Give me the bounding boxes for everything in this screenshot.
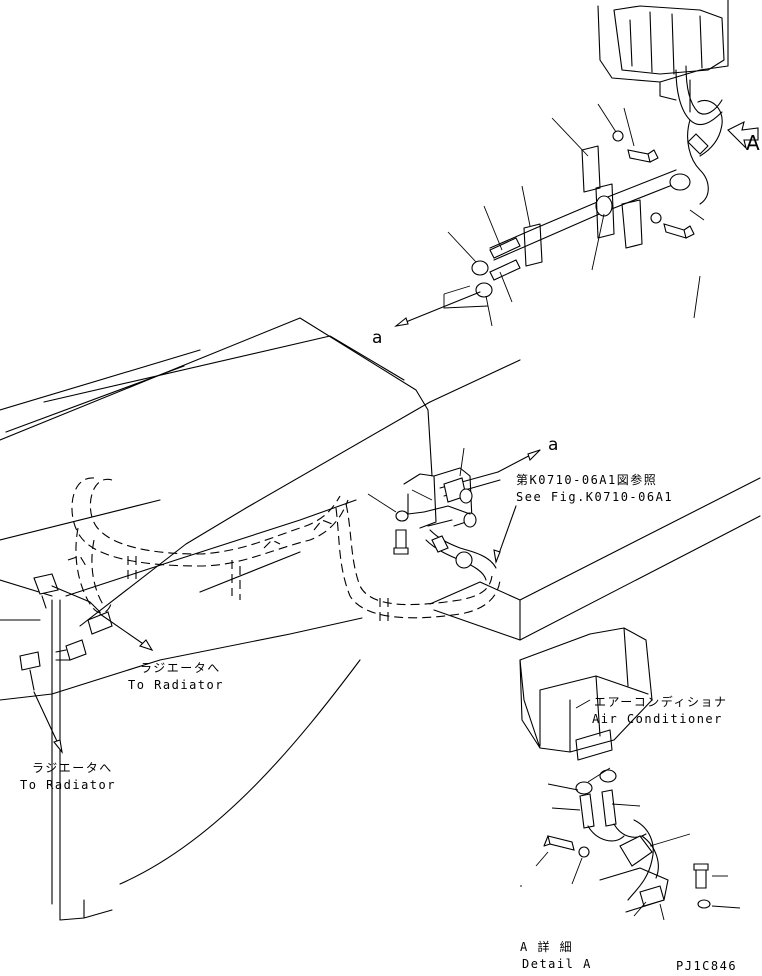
cab-body bbox=[0, 317, 761, 921]
aircon-label: エアーコンディショナ Air Conditioner bbox=[575, 694, 727, 726]
detail-en-label: Detail A bbox=[522, 957, 592, 971]
bracket-middle bbox=[367, 447, 501, 581]
leader-lines-top bbox=[443, 103, 705, 327]
reference-arrow-a-top: a bbox=[372, 291, 481, 348]
see-fig-callout: 第K0710-06A1図参照 See Fig.K0710-06A1 bbox=[493, 472, 673, 565]
bolt-top-2 bbox=[650, 212, 695, 239]
radiator-jp-label-2: ラジエータへ bbox=[32, 761, 113, 775]
aircon-unit-bottom bbox=[519, 627, 653, 761]
radiator-label-1: ラジエータへ To Radiator bbox=[128, 661, 224, 692]
drawing-code: PJ1C846 bbox=[676, 959, 737, 973]
leader-lines-bottom bbox=[520, 767, 741, 921]
ref-a-top-label: a bbox=[372, 328, 382, 348]
radiator-en-label-2: To Radiator bbox=[20, 778, 116, 792]
radiator-en-label-1: To Radiator bbox=[128, 678, 224, 692]
detail-jp-label: A 詳 細 bbox=[520, 939, 573, 954]
radiator-arrow-2 bbox=[33, 691, 63, 754]
bolt-bottom-2 bbox=[693, 863, 711, 909]
fittings-top bbox=[471, 237, 521, 298]
reference-arrow-a-mid: a bbox=[497, 435, 558, 473]
pipe-assembly-top bbox=[489, 145, 691, 267]
fittings-bottom bbox=[575, 769, 669, 913]
radiator-jp-label-1: ラジエータへ bbox=[140, 661, 221, 675]
radiator-arrow-1 bbox=[99, 613, 154, 651]
see-fig-en-label: See Fig.K0710-06A1 bbox=[516, 490, 673, 504]
aircon-unit-top bbox=[597, 0, 729, 113]
view-arrow-a: A bbox=[727, 120, 760, 155]
aircon-jp-label: エアーコンディショナ bbox=[594, 694, 727, 709]
radiator-connector-left bbox=[19, 573, 113, 691]
aircon-en-label: Air Conditioner bbox=[592, 712, 723, 726]
see-fig-jp-label: 第K0710-06A1図参照 bbox=[516, 472, 657, 487]
bolt-bottom-1 bbox=[543, 835, 590, 858]
hidden-hoses bbox=[67, 477, 501, 624]
hose-top bbox=[675, 65, 723, 205]
radiator-label-2: ラジエータへ To Radiator bbox=[20, 761, 116, 792]
bolt-top-1 bbox=[612, 130, 659, 163]
ref-a-mid-label: a bbox=[548, 435, 558, 455]
detail-a-label: A 詳 細 Detail A bbox=[520, 939, 592, 971]
view-arrow-label: A bbox=[746, 131, 760, 155]
